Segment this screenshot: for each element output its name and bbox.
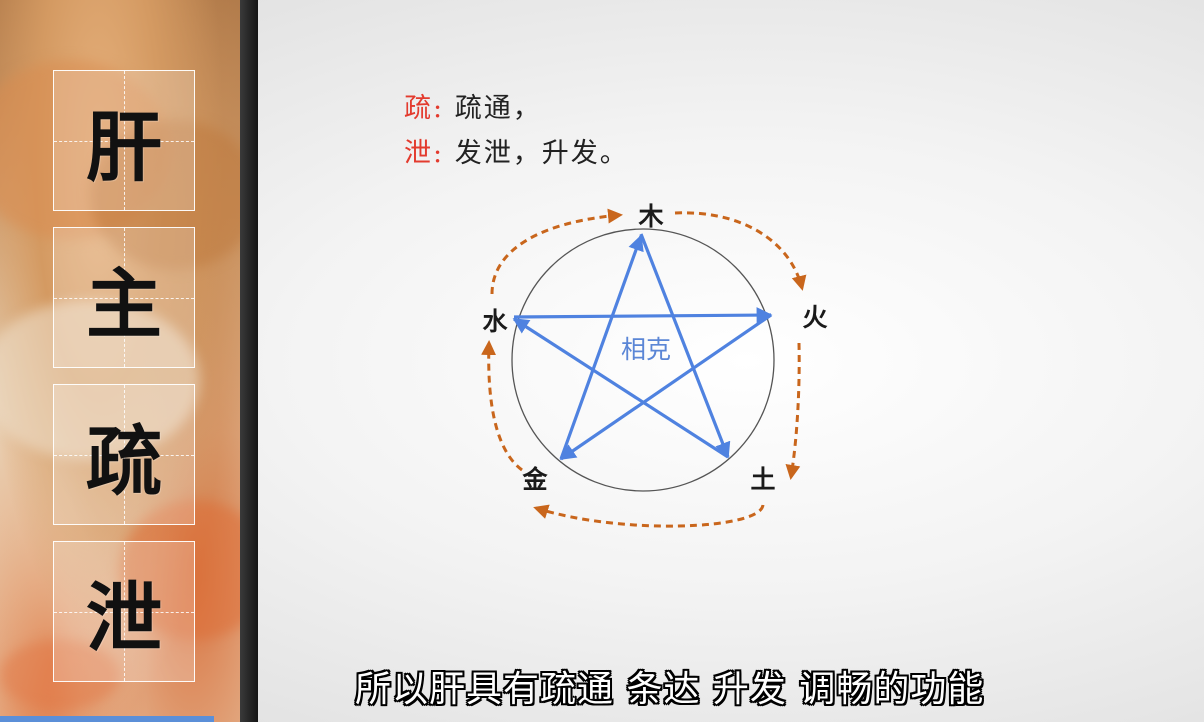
definition-separator: :: [433, 138, 445, 169]
cycle-arrow-wood-to-fire: [674, 211, 807, 291]
definition-term: 泄: [404, 138, 433, 169]
element-label-wood: 木: [637, 202, 663, 231]
photo-blob: [90, 120, 246, 270]
title-char-box: 主: [53, 227, 195, 368]
cycle-arrow-earth-to-metal: [533, 504, 765, 528]
star-arrow-metal-to-wood: [559, 234, 644, 460]
title-char-box: 泄: [53, 541, 195, 682]
definition-text: 发泄，升发。: [454, 138, 629, 169]
title-char: 肝: [86, 102, 162, 192]
definition-text: 疏通，: [454, 93, 542, 124]
title-char: 疏: [86, 416, 162, 506]
element-label-water: 水: [482, 307, 508, 336]
star-arrow-earth-to-water: [512, 317, 729, 459]
definition-line: 泄: 发泄，升发。: [404, 131, 629, 170]
star-arrow-water-to-fire: [513, 307, 773, 324]
cycle-arrow-fire-to-earth: [785, 342, 801, 480]
panel-divider: [240, 0, 258, 722]
photo-blob: [0, 640, 120, 710]
cycle-arrow-metal-to-water: [481, 340, 523, 472]
element-label-earth: 土: [750, 465, 775, 494]
star-arrow-wood-to-earth: [639, 233, 731, 459]
center-label: 相克: [621, 335, 671, 364]
video-subtitle: 所以肝具有疏通 条达 升发 调畅的功能: [355, 669, 985, 710]
photo-blob: [120, 500, 246, 640]
title-char: 主: [86, 259, 162, 349]
definition-line: 疏: 疏通，: [404, 86, 542, 125]
diagram-circle: [511, 228, 775, 492]
element-label-metal: 金: [521, 465, 548, 494]
definition-term: 疏: [404, 93, 433, 124]
definition-separator: :: [433, 93, 445, 124]
photo-blob: [0, 300, 200, 460]
title-char-box: 疏: [53, 384, 195, 525]
star-arrow-fire-to-metal: [559, 313, 772, 461]
title-char-box: 肝: [53, 70, 195, 211]
cycle-arrow-water-to-wood: [490, 208, 623, 295]
element-label-fire: 火: [802, 303, 827, 332]
progress-strip: [0, 716, 214, 722]
title-char: 泄: [86, 573, 162, 663]
decorative-photo-panel: 肝 主 疏 泄: [0, 0, 246, 722]
